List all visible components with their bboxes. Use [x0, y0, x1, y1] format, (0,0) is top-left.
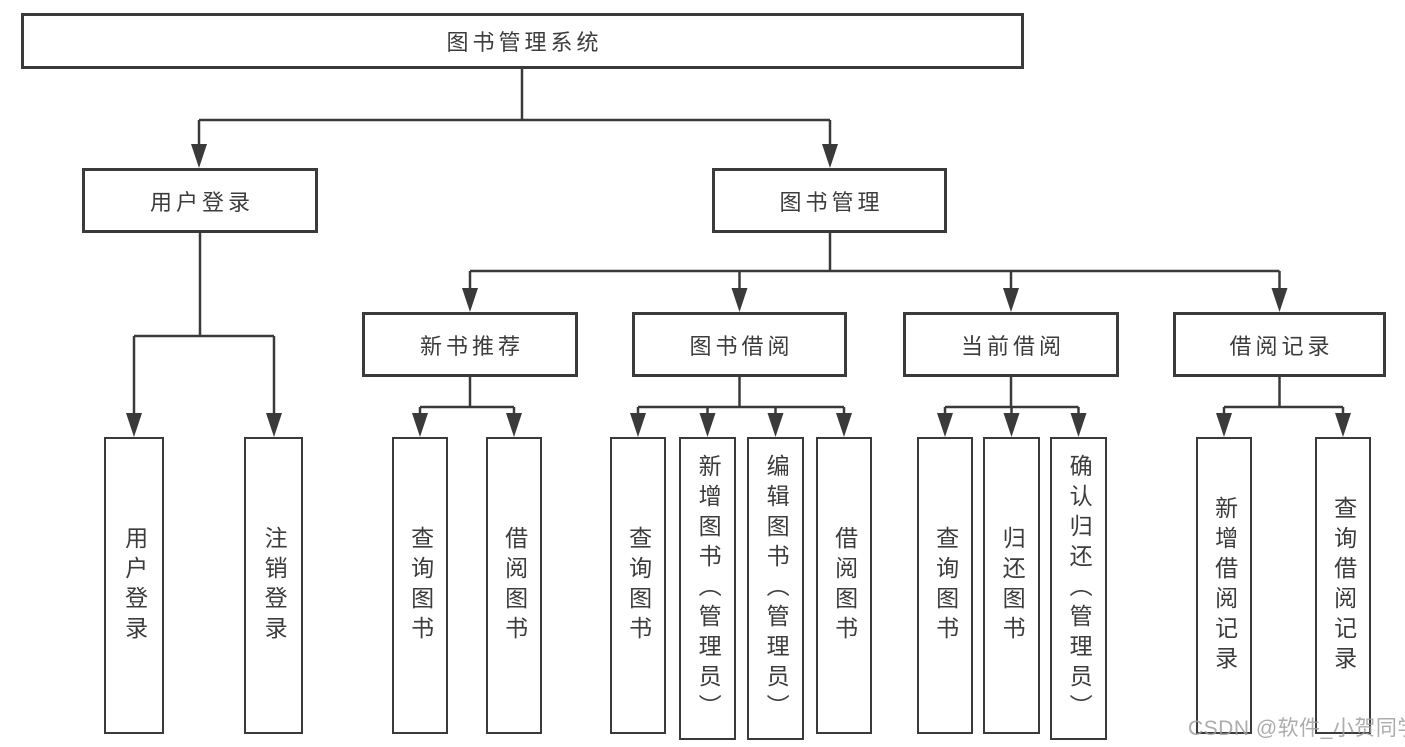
leaf-label: 借阅图书	[831, 525, 858, 646]
arrowhead-down-icon	[191, 144, 207, 168]
arrowhead-down-icon	[731, 288, 748, 312]
node-library-management-system: 图书管理系统	[21, 13, 1024, 69]
leaf-label: 注销登录	[261, 525, 288, 646]
leaf-label: 查询图书	[625, 525, 652, 646]
connector-current-borrowing-to-leaves	[937, 377, 1087, 437]
leaf-confirm-return-admin: 确认归还（管理员）	[1050, 437, 1107, 740]
leaf-label: 确认归还（管理员）	[1066, 453, 1093, 724]
leaf-logout: 注销登录	[244, 437, 303, 734]
leaf-user-login: 用户登录	[104, 437, 164, 734]
leaf-label: 查询图书	[407, 525, 434, 646]
node-new-book-recommendation: 新书推荐	[362, 312, 578, 377]
leaf-query-books-current: 查询图书	[917, 437, 973, 734]
leaf-label: 编辑图书（管理员）	[763, 453, 790, 724]
connector-user-login-to-leaves	[126, 233, 282, 437]
arrowhead-down-icon	[462, 288, 478, 312]
node-current-borrowing: 当前借阅	[903, 312, 1119, 377]
node-label: 图书管理系统	[446, 30, 603, 55]
arrowhead-down-icon	[126, 413, 142, 437]
leaf-add-borrow-record: 新增借阅记录	[1196, 437, 1252, 734]
arrowhead-down-icon	[412, 413, 428, 437]
arrowhead-down-icon	[1335, 413, 1351, 437]
arrowhead-down-icon	[836, 413, 852, 437]
leaf-label: 新增借阅记录	[1211, 495, 1238, 676]
leaf-add-books-admin: 新增图书（管理员）	[679, 437, 736, 740]
node-borrowing-records: 借阅记录	[1173, 312, 1386, 377]
arrowhead-down-icon	[1003, 413, 1020, 437]
arrowhead-down-icon	[699, 413, 716, 437]
connector-borrowing-records-to-leaves	[1216, 377, 1351, 437]
node-label: 借阅记录	[1229, 333, 1334, 359]
connector-book-management-to-categories	[462, 233, 1288, 312]
leaf-edit-books-admin: 编辑图书（管理员）	[747, 437, 804, 740]
leaf-label: 查询借阅记录	[1330, 495, 1357, 676]
arrowhead-down-icon	[937, 413, 953, 437]
leaf-label: 借阅图书	[501, 525, 528, 646]
node-book-borrowing: 图书借阅	[632, 312, 847, 377]
leaf-label: 新增图书（管理员）	[695, 453, 722, 724]
node-label: 新书推荐	[419, 333, 524, 359]
leaf-query-borrow-record: 查询借阅记录	[1315, 437, 1371, 734]
leaf-label: 查询图书	[932, 525, 959, 646]
leaf-query-books-borrowing: 查询图书	[610, 437, 666, 734]
leaf-borrow-books-recommend: 借阅图书	[486, 437, 542, 734]
arrowhead-down-icon	[266, 413, 282, 437]
connector-book-borrowing-to-leaves	[630, 377, 852, 437]
leaf-label: 用户登录	[121, 525, 148, 646]
arrowhead-down-icon	[767, 413, 784, 437]
connector-new-book-recommendation-to-leaves	[412, 377, 522, 437]
connector-root-to-level2	[191, 69, 838, 168]
leaf-query-books-recommend: 查询图书	[392, 437, 448, 734]
node-label: 当前借阅	[960, 333, 1065, 359]
node-label: 图书管理	[779, 189, 884, 215]
leaf-borrow-books: 借阅图书	[816, 437, 872, 734]
arrowhead-down-icon	[630, 413, 646, 437]
node-label: 图书借阅	[689, 333, 794, 359]
arrowhead-down-icon	[1003, 288, 1019, 312]
arrowhead-down-icon	[1216, 413, 1232, 437]
node-label: 用户登录	[149, 189, 254, 215]
arrowhead-down-icon	[822, 144, 838, 168]
node-user-login: 用户登录	[82, 168, 318, 233]
csdn-watermark: CSDN @软件_小贺同学	[1188, 717, 1405, 740]
leaf-label: 归还图书	[999, 525, 1026, 646]
node-book-management: 图书管理	[712, 168, 947, 233]
arrowhead-down-icon	[1070, 413, 1087, 437]
arrowhead-down-icon	[1271, 288, 1288, 312]
arrowhead-down-icon	[506, 413, 522, 437]
leaf-return-books: 归还图书	[983, 437, 1040, 734]
